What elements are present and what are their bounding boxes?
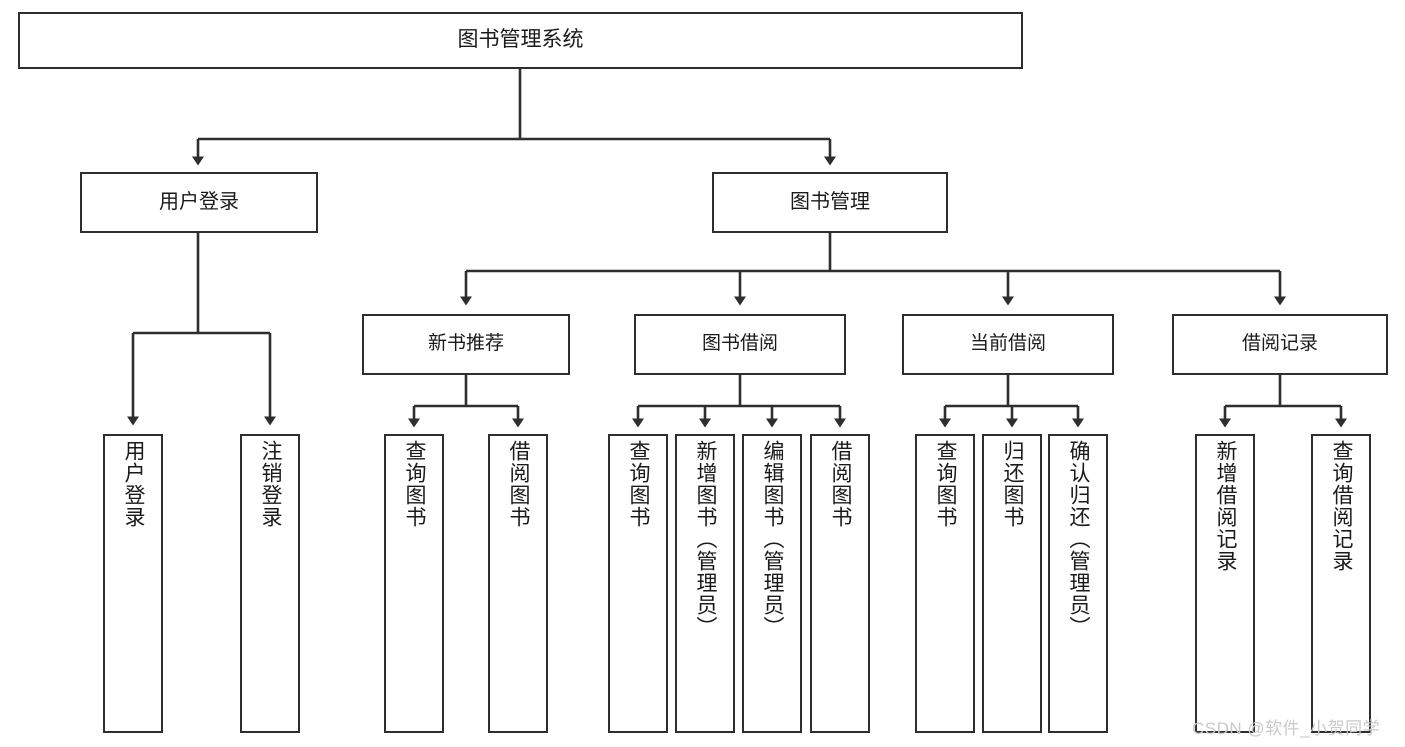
node-borrow-record[interactable]: 借阅记录	[1172, 314, 1388, 375]
leaf-confirm-return[interactable]: 确认归还（管理员）	[1048, 434, 1108, 733]
leaf-query-book-borrow[interactable]: 查询图书	[608, 434, 668, 733]
node-label: 查询图书	[403, 440, 427, 528]
node-user-login[interactable]: 用户登录	[80, 172, 318, 233]
leaf-query-borrow-record[interactable]: 查询借阅记录	[1311, 434, 1371, 733]
node-label: 图书借阅	[701, 333, 778, 355]
leaf-borrow-book-recommend[interactable]: 借阅图书	[488, 434, 548, 733]
node-label: 当前借阅	[969, 333, 1046, 355]
node-label: 新增图书（管理员）	[694, 440, 718, 638]
leaf-add-book[interactable]: 新增图书（管理员）	[675, 434, 735, 733]
leaf-return-book[interactable]: 归还图书	[982, 434, 1042, 733]
node-label: 归还图书	[1001, 440, 1025, 528]
leaf-borrow-book[interactable]: 借阅图书	[810, 434, 870, 733]
node-label: 确认归还（管理员）	[1067, 440, 1091, 638]
node-label: 新书推荐	[427, 333, 504, 355]
leaf-edit-book[interactable]: 编辑图书（管理员）	[742, 434, 802, 733]
node-label: 查询借阅记录	[1330, 440, 1354, 572]
node-label: 用户登录	[159, 190, 239, 213]
node-label: 新增借阅记录	[1214, 440, 1238, 572]
node-label: 图书管理系统	[457, 28, 584, 52]
node-label: 查询图书	[934, 440, 958, 528]
node-label: 借阅图书	[829, 440, 853, 528]
node-label: 查询图书	[627, 440, 651, 528]
leaf-query-book-current[interactable]: 查询图书	[915, 434, 975, 733]
leaf-query-book-recommend[interactable]: 查询图书	[384, 434, 444, 733]
node-label: 用户登录	[122, 440, 146, 528]
leaf-add-borrow-record[interactable]: 新增借阅记录	[1195, 434, 1255, 733]
leaf-user-logout[interactable]: 注销登录	[240, 434, 300, 733]
node-book-borrow[interactable]: 图书借阅	[634, 314, 846, 375]
node-book-manage[interactable]: 图书管理	[712, 172, 948, 233]
leaf-user-login[interactable]: 用户登录	[103, 434, 163, 733]
node-current-borrow[interactable]: 当前借阅	[902, 314, 1114, 375]
watermark: CSDN @软件_小贺同学	[1192, 719, 1381, 738]
node-root-system[interactable]: 图书管理系统	[18, 12, 1023, 69]
node-label: 借阅图书	[507, 440, 531, 528]
node-label: 注销登录	[259, 440, 283, 528]
node-new-book-recommend[interactable]: 新书推荐	[362, 314, 570, 375]
node-label: 图书管理	[790, 190, 870, 213]
node-label: 借阅记录	[1241, 333, 1318, 355]
node-label: 编辑图书（管理员）	[761, 440, 785, 638]
